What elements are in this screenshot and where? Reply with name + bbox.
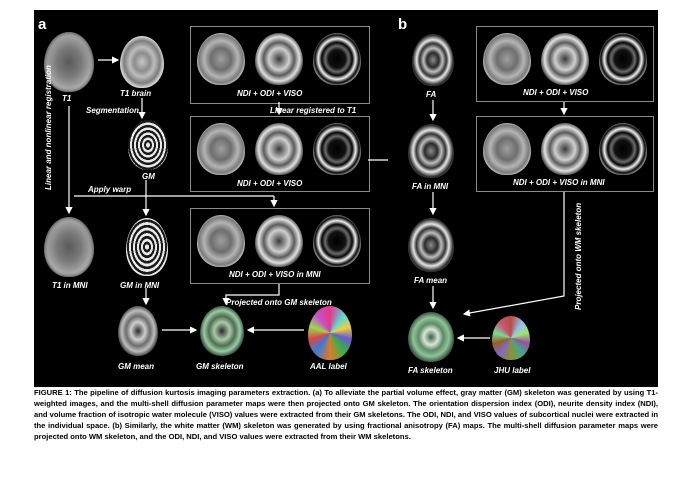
odi-map-2 [255,123,303,175]
ndi-map-b1 [483,33,531,85]
t1-brain-label: T1 brain [120,89,152,98]
linear-registered-label: Linear registered to T1 [270,106,357,115]
viso-map-1 [313,33,361,85]
segmentation-label: Segmentation [86,106,139,115]
fa-mean-label: FA mean [414,276,448,285]
ndi-map-b2 [483,123,531,175]
gm-mean-label: GM mean [118,362,155,371]
param-maps-mni-label-a: NDI + ODI + VISO in MNI [229,270,321,279]
odi-map-3 [255,215,303,267]
projected-gm-label: Projected onto GM skeleton [226,298,332,307]
param-maps-box-3: NDI + ODI + VISO in MNI [190,208,370,284]
fa-skeleton-label: FA skeleton [408,366,453,375]
arrow-projected-wm [462,192,565,317]
panel-label-a: a [38,16,47,33]
ndi-map-3 [197,215,245,267]
arrow-projected-gm [222,284,280,306]
figure-caption: FIGURE 1: The pipeline of diffusion kurt… [34,388,658,441]
gm-mean-image [118,306,158,356]
param-maps-box-b1: NDI + ODI + VISO [476,26,654,102]
viso-map-b2 [599,123,647,175]
t1-mni-image [44,217,94,277]
viso-map-3 [313,215,361,267]
gm-mni-image [126,218,168,276]
arrows-layer [65,56,568,342]
apply-warp-label: Apply warp [88,185,132,194]
gm-skeleton-image [200,306,244,356]
aal-label: AAL label [310,362,347,371]
pipeline-figure: a b T1 T1 brain Segmentation GM Linear a… [34,10,658,387]
fa-image [412,34,454,86]
t1-mni-label: T1 in MNI [52,281,88,290]
fa-mean-image [408,218,454,272]
t1-label: T1 [62,94,72,103]
jhu-label-image [492,316,530,360]
viso-map-2 [313,123,361,175]
ndi-map-1 [197,33,245,85]
fa-mni-label: FA in MNI [412,182,449,191]
gm-label: GM [142,172,155,181]
odi-map-1 [255,33,303,85]
fa-mni-image [408,124,454,178]
t1-image [44,32,94,92]
param-maps-box-2: NDI + ODI + VISO [190,116,370,192]
gm-mni-label: GM in MNI [120,281,160,290]
param-maps-box-1: NDI + ODI + VISO [190,26,370,104]
param-maps-label-b1: NDI + ODI + VISO [523,88,589,97]
t1-brain-image [120,36,164,88]
param-maps-label-1: NDI + ODI + VISO [237,89,303,98]
fa-skeleton-image [408,312,454,362]
gm-skeleton-label: GM skeleton [196,362,244,371]
gm-image [128,120,168,170]
odi-map-b2 [541,123,589,175]
aal-label-image [308,306,352,360]
fa-label: FA [426,90,437,99]
odi-map-b1 [541,33,589,85]
ndi-map-2 [197,123,245,175]
jhu-label: JHU label [494,366,531,375]
panel-label-b: b [398,16,408,33]
param-maps-mni-label-b: NDI + ODI + VISO in MNI [513,178,605,187]
param-maps-label-2: NDI + ODI + VISO [237,179,303,188]
param-maps-box-b2: NDI + ODI + VISO in MNI [476,116,654,192]
viso-map-b1 [599,33,647,85]
